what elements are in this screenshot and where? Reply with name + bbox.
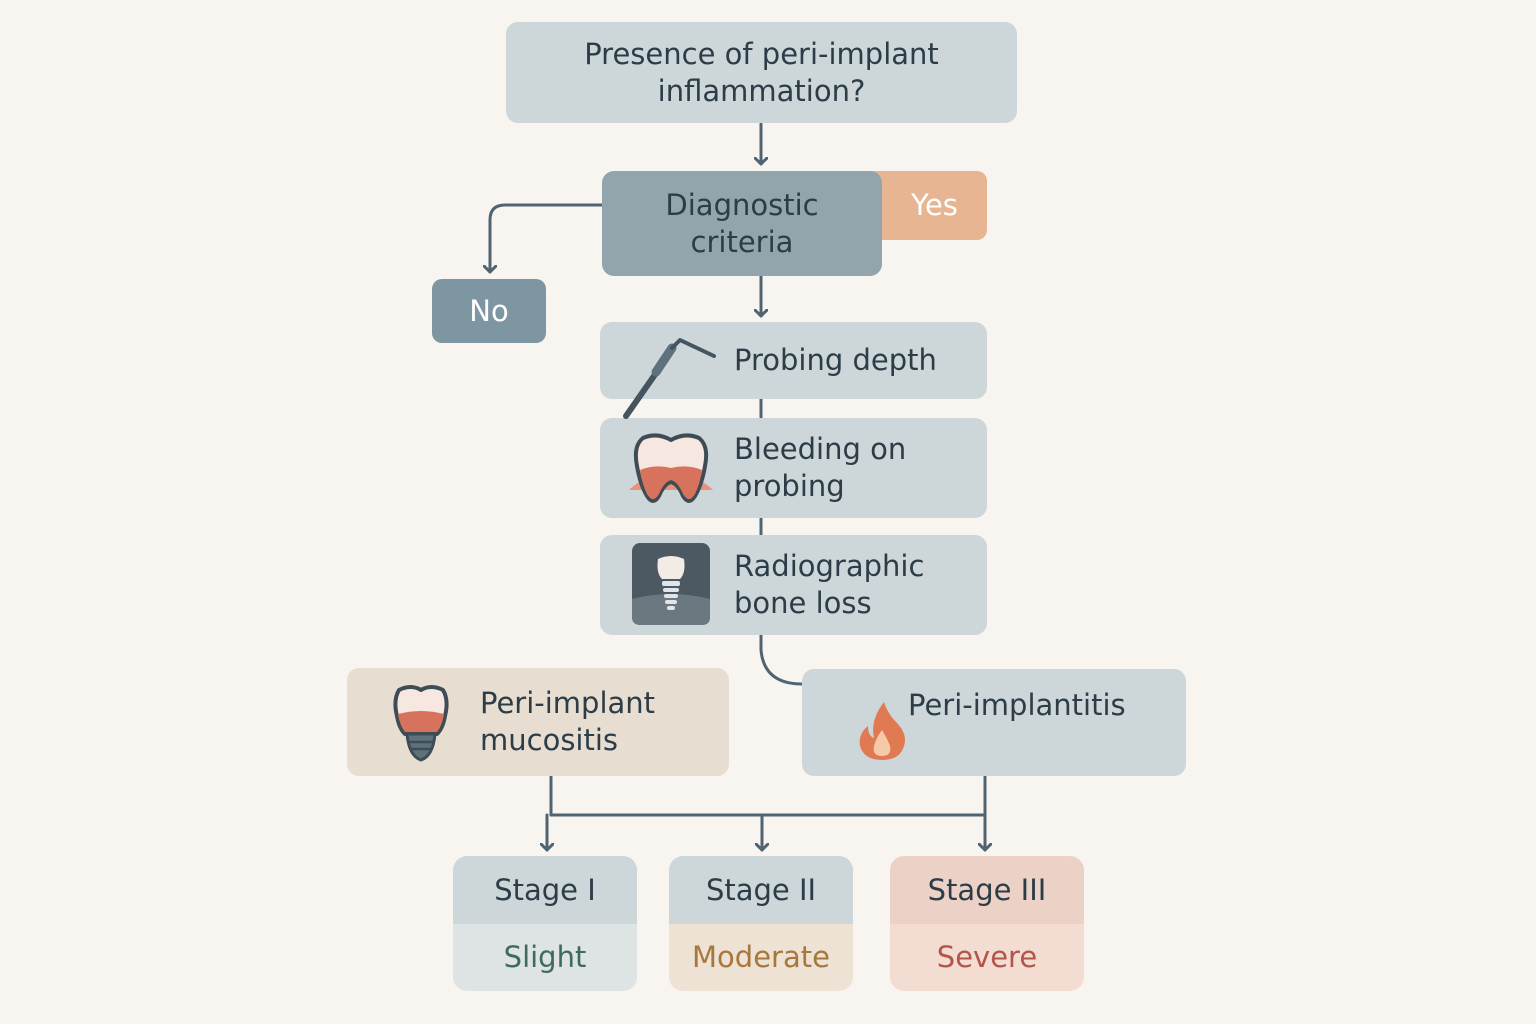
mucositis-text: Peri-implant mucositis [480, 686, 656, 757]
no-badge: No [432, 279, 546, 343]
periodontal-probe-icon [623, 338, 716, 419]
implantitis-box: Peri-implantitis [802, 669, 1186, 776]
bleeding-text: Bleeding on probing [734, 432, 907, 503]
flame-icon [859, 702, 905, 760]
stage-3-card: Stage III Severe [890, 856, 1084, 991]
bleeding-tooth-icon [629, 433, 713, 503]
no-label: No [469, 293, 509, 328]
stage-3-name: Stage III [890, 856, 1084, 924]
xray-implant-icon [632, 543, 710, 625]
question-box: Presence of peri-implant inflammation? [506, 22, 1017, 123]
yes-label: Yes [911, 188, 958, 222]
criteria-box: Diagnostic criteria [602, 171, 882, 276]
line-radiographic-to-implantitis [759, 633, 804, 686]
question-text: Presence of peri-implant inflammation? [584, 36, 939, 108]
stage-3-severity: Severe [890, 923, 1084, 991]
stage-1-name: Stage I [453, 856, 637, 924]
stage-2-severity: Moderate [669, 923, 853, 991]
implant-crown-icon [393, 685, 449, 762]
radiographic-text: Radiographic bone loss [734, 549, 925, 620]
probing-depth-text: Probing depth [734, 343, 937, 377]
stage-1-severity: Slight [453, 923, 637, 991]
stage-2-card: Stage II Moderate [669, 856, 853, 991]
stage-2-name: Stage II [669, 856, 853, 924]
probing-depth-box: Probing depth [600, 322, 987, 399]
criteria-text: Diagnostic criteria [665, 187, 819, 259]
implantitis-text: Peri-implantitis [908, 688, 1126, 722]
stage-1-card: Stage I Slight [453, 856, 637, 991]
yes-badge: Yes [862, 171, 987, 240]
arrow-criteria-to-no [490, 203, 604, 274]
